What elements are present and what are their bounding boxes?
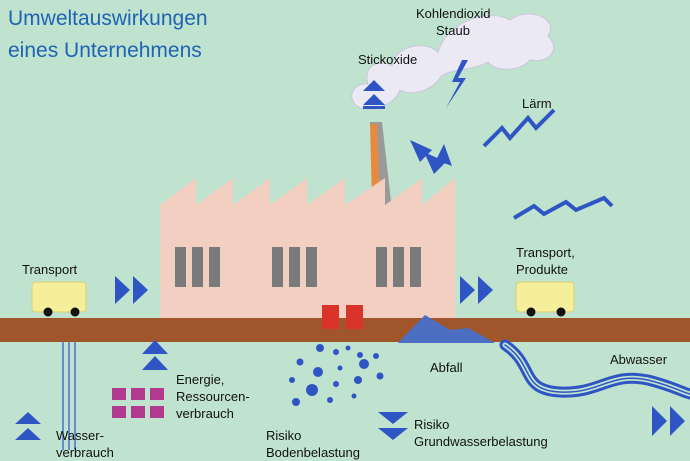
- label-energy-1: Energie,: [176, 372, 225, 387]
- label-transport-in: Transport: [22, 262, 78, 277]
- label-transport-out-1: Transport,: [516, 245, 575, 260]
- label-groundwater-risk-1: Risiko: [414, 417, 450, 432]
- label-energy-2: Ressourcen-: [176, 389, 250, 404]
- smoke-cloud: [351, 13, 555, 110]
- waste-heap: [398, 315, 495, 343]
- chevron-right-icon: [115, 276, 148, 304]
- label-water-2: verbrauch: [56, 445, 114, 460]
- down-arrow-icon: [378, 412, 408, 440]
- energy-resource-squares: [112, 388, 164, 418]
- label-waste: Abfall: [430, 360, 463, 375]
- label-energy-3: verbrauch: [176, 406, 234, 421]
- chevron-right-icon: [652, 406, 685, 436]
- title-line-1: Umweltauswirkungen: [8, 7, 208, 30]
- container-right: [346, 305, 363, 329]
- label-transport-out-2: Produkte: [516, 262, 569, 277]
- factory-windows: [175, 247, 421, 287]
- label-soil-risk-1: Risiko: [266, 428, 302, 443]
- up-arrow-icon: [142, 340, 168, 370]
- label-soil-risk-2: Bodenbelastung: [266, 445, 360, 460]
- soil-drops: [289, 344, 384, 406]
- container-left: [322, 305, 339, 329]
- label-dust: Staub: [436, 23, 470, 38]
- chimney-flame: [370, 124, 380, 200]
- environmental-impact-diagram: [0, 13, 690, 450]
- label-noise: Lärm: [522, 96, 552, 111]
- label-wastewater: Abwasser: [610, 352, 668, 367]
- ground-strip: [0, 318, 690, 342]
- water-pipe: [62, 342, 76, 450]
- label-nox: Stickoxide: [358, 52, 418, 67]
- label-co2: Kohlendioxid: [416, 6, 491, 21]
- label-water-1: Wasser-: [56, 428, 104, 443]
- chevron-right-icon: [460, 276, 493, 304]
- truck-left: [31, 281, 87, 317]
- truck-right: [515, 281, 575, 317]
- emission-arrow-icon: [410, 140, 452, 174]
- label-groundwater-risk-2: Grundwasserbelastung: [414, 434, 548, 449]
- noise-wave-icon: [482, 108, 614, 220]
- up-arrow-icon: [363, 80, 385, 109]
- up-arrow-icon: [15, 412, 41, 440]
- title-line-2: eines Unternehmens: [8, 39, 202, 62]
